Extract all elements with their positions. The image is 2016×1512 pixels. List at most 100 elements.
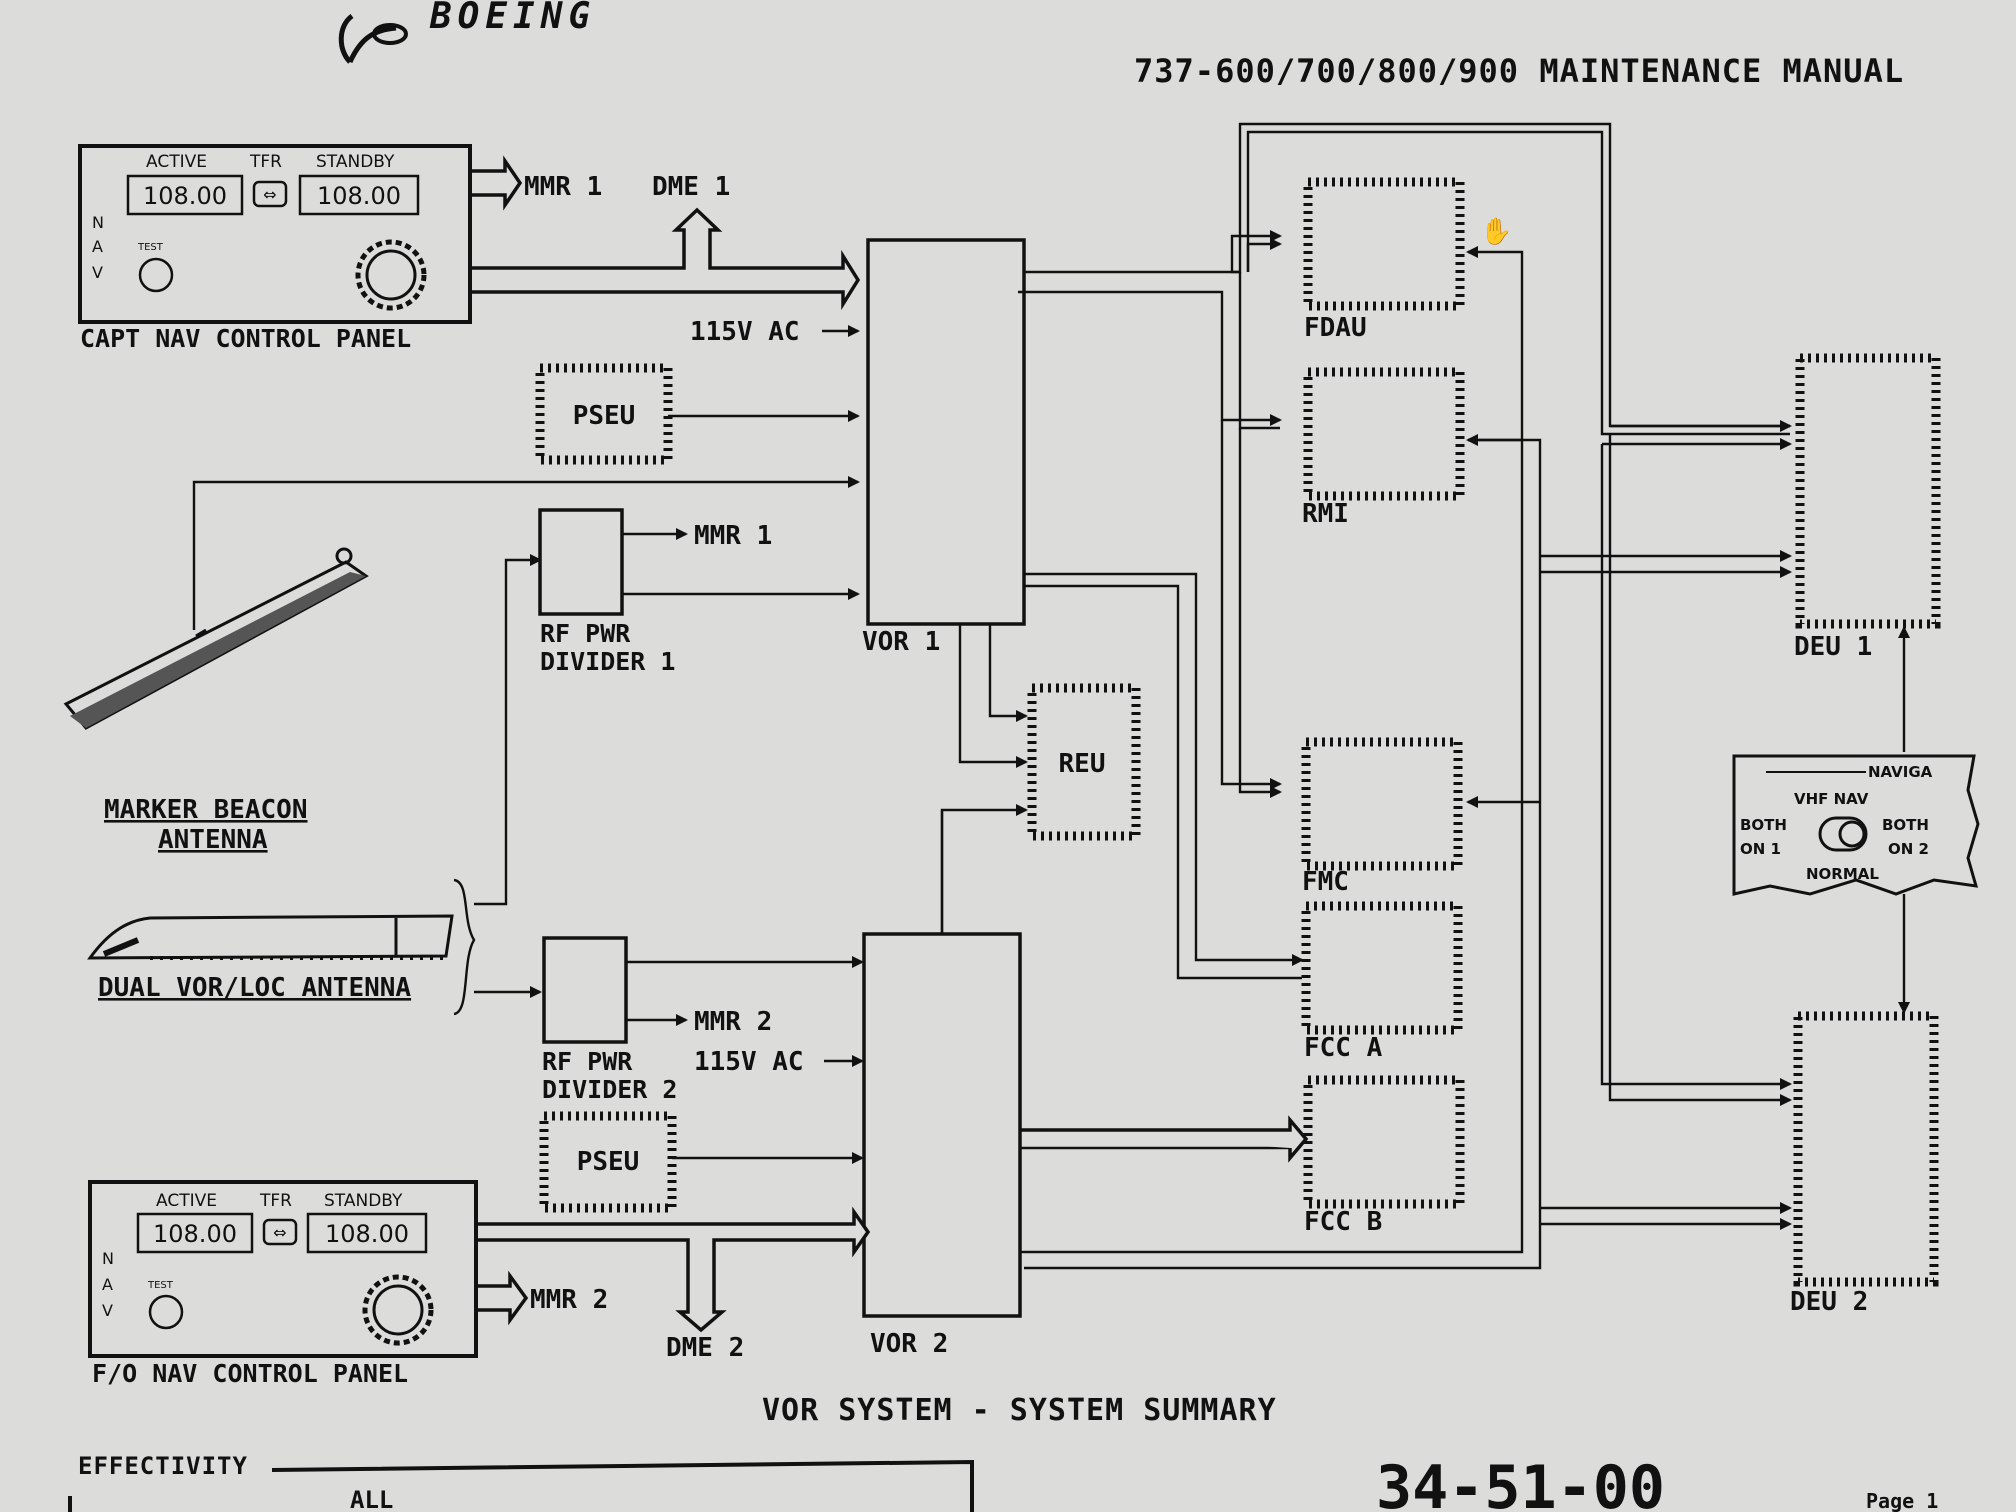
brand-text: BOEING: [429, 0, 596, 37]
capt-active-display: [126, 174, 244, 216]
rf-divider-2-label-2: DIVIDER 2: [542, 1075, 677, 1104]
fo-standby-display: [306, 1212, 428, 1254]
effectivity-label: EFFECTIVITY: [78, 1452, 248, 1480]
both-on1-label-1: BOTH: [1740, 816, 1787, 834]
rf-divider-1-mmr1: MMR 1: [694, 521, 772, 551]
fo-panel-label: F/O NAV CONTROL PANEL: [92, 1359, 408, 1388]
both-on2-label-1: BOTH: [1882, 816, 1929, 834]
fcc-b-label: FCC B: [1304, 1207, 1382, 1237]
rmi-box: [1303, 367, 1465, 501]
marker-beacon-label-2: ANTENNA: [158, 825, 268, 855]
fo-freq-knob[interactable]: [362, 1274, 434, 1346]
rf-divider-1-box: [538, 508, 624, 616]
marker-beacon-feed: [192, 476, 860, 630]
dme2-label: DME 2: [666, 1333, 744, 1363]
fo-active-display: [136, 1212, 254, 1254]
fo-test-button[interactable]: [148, 1294, 184, 1330]
marker-beacon-antenna-icon: [63, 547, 369, 730]
rf-divider-2-box: [542, 936, 628, 1044]
reu-label: REU: [1059, 749, 1106, 779]
fo-nav-letter-n: N: [102, 1249, 114, 1268]
fo-tfr-arrows-icon: ⇔: [273, 1223, 286, 1242]
chapter-number: 34-51-00: [1376, 1453, 1665, 1512]
tfr-arrows-icon: ⇔: [263, 185, 276, 204]
vhf-nav-transfer-switch[interactable]: [1818, 816, 1868, 852]
fcc-a-label: FCC A: [1304, 1033, 1383, 1063]
both-on1-label-2: ON 1: [1740, 840, 1781, 858]
vor2-ac-label: 115V AC: [694, 1047, 804, 1077]
capt-test-label: TEST: [137, 242, 164, 253]
deu-2-box: [1793, 1011, 1939, 1287]
rf-divider-1-label-2: DIVIDER 1: [540, 647, 675, 676]
effectivity-box: [271, 1459, 974, 1512]
fo-tfr-label: TFR: [259, 1191, 292, 1211]
fdau-label: FDAU: [1304, 313, 1367, 343]
vor-2-box: [862, 932, 1022, 1318]
page-number: Page 1: [1866, 1489, 1938, 1512]
capt-active-freq: 108.00: [143, 182, 227, 210]
capt-standby-freq: 108.00: [317, 182, 401, 210]
fdau-box: [1303, 177, 1465, 311]
mmr2-bottom-label: MMR 2: [530, 1285, 608, 1315]
pseu-2-box: PSEU: [539, 1111, 677, 1213]
capt-freq-knob[interactable]: [355, 239, 427, 311]
capt-tfr-button[interactable]: [252, 180, 288, 208]
diagram-title: VOR SYSTEM - SYSTEM SUMMARY: [762, 1393, 1277, 1428]
deu-2-label: DEU 2: [1790, 1287, 1868, 1317]
fo-test-label: TEST: [147, 1280, 174, 1291]
rf-divider-2-mmr2: MMR 2: [694, 1007, 772, 1037]
fcc-a-box: [1301, 901, 1463, 1035]
antenna-brace: [453, 878, 476, 1016]
fmc-box: [1301, 737, 1463, 871]
mmr1-top-label: MMR 1: [524, 172, 602, 202]
rmi-label: RMI: [1302, 499, 1349, 529]
fcc-b-box: [1303, 1075, 1465, 1209]
dual-vor-loc-antenna-icon: [87, 914, 454, 960]
capt-standby-label: STANDBY: [316, 152, 395, 172]
capt-to-mmr1-arrow: [472, 155, 523, 211]
fo-nav-letter-v: V: [102, 1301, 113, 1320]
vor-1-label: VOR 1: [862, 627, 940, 657]
vor-2-label: VOR 2: [870, 1329, 948, 1359]
switch-panel-title: NAVIGA: [1868, 763, 1933, 781]
marker-beacon-label-1: MARKER BEACON: [104, 795, 308, 825]
fo-nav-control-panel: ACTIVE TFR STANDBY 108.00 ⇔ 108.00 N A V…: [88, 1180, 478, 1388]
capt-active-label: ACTIVE: [146, 152, 207, 172]
fo-to-vor2-bus: [478, 1206, 871, 1333]
vhf-nav-label: VHF NAV: [1794, 790, 1869, 808]
rf-divider-1-label-1: RF PWR: [540, 619, 631, 648]
fmc-label: FMC: [1302, 867, 1349, 897]
capt-nav-letter-v: V: [92, 263, 103, 282]
normal-label: NORMAL: [1806, 865, 1879, 883]
fo-tfr-button[interactable]: [262, 1218, 298, 1246]
fo-to-mmr2-arrow: [478, 1270, 529, 1326]
fo-active-label: ACTIVE: [156, 1191, 217, 1211]
capt-test-button[interactable]: [138, 257, 174, 293]
pseu-1-label: PSEU: [573, 401, 636, 431]
effectivity-value: ALL: [350, 1486, 393, 1512]
fo-nav-letter-a: A: [102, 1275, 113, 1294]
fo-standby-label: STANDBY: [324, 1191, 403, 1211]
vor2-to-fcc-b-arrow: [1020, 1115, 1309, 1163]
capt-nav-control-panel: ACTIVE TFR STANDBY 108.00 ⇔ 108.00 N A V…: [78, 144, 472, 353]
capt-panel-label: CAPT NAV CONTROL PANEL: [80, 324, 411, 353]
both-on2-label-2: ON 2: [1888, 840, 1929, 858]
capt-to-vor1-bus: [472, 207, 861, 311]
hand-cursor-icon[interactable]: ✋: [1480, 216, 1512, 247]
reu-box: REU: [1027, 683, 1141, 841]
deu-1-box: [1795, 353, 1941, 629]
capt-tfr-label: TFR: [249, 152, 282, 172]
navigation-switch-panel: NAVIGA VHF NAV BOTH ON 1 BOTH ON 2 NORMA…: [1732, 754, 1980, 896]
capt-nav-letter-n: N: [92, 213, 104, 232]
capt-standby-display: [298, 174, 420, 216]
deu-1-label: DEU 1: [1794, 632, 1872, 662]
dual-vor-loc-label: DUAL VOR/LOC ANTENNA: [98, 973, 411, 1003]
fo-active-freq: 108.00: [153, 1220, 237, 1248]
fo-standby-freq: 108.00: [325, 1220, 409, 1248]
vor1-ac-label: 115V AC: [690, 317, 800, 347]
pseu-2-label: PSEU: [577, 1147, 640, 1177]
dme1-label: DME 1: [652, 172, 730, 202]
vor-1-box: [866, 238, 1026, 626]
pseu-1-box: PSEU: [535, 363, 673, 465]
